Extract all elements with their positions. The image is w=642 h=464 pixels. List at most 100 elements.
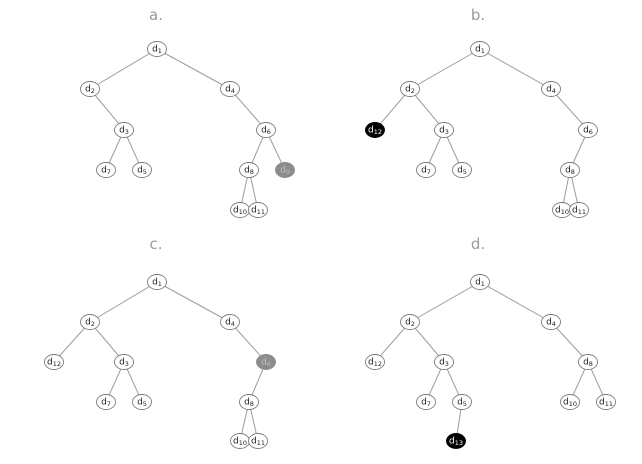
node-ellipse bbox=[578, 122, 598, 138]
panel-b-node-d7: d7 bbox=[416, 162, 436, 178]
node-label-subscript: 1 bbox=[158, 280, 162, 288]
node-label: d10 bbox=[233, 437, 247, 448]
node-ellipse bbox=[470, 274, 490, 290]
node-label-base: d bbox=[368, 126, 374, 136]
node-label: d10 bbox=[563, 398, 577, 409]
node-label-base: d bbox=[555, 206, 561, 216]
node-label-base: d bbox=[119, 358, 125, 368]
node-label-subscript: 10 bbox=[569, 400, 577, 408]
panel-c-node-d3: d3 bbox=[114, 354, 134, 370]
node-label: d1 bbox=[152, 278, 162, 289]
panel-c-edge-1-4 bbox=[156, 281, 231, 323]
node-ellipse bbox=[400, 81, 420, 97]
node-label-base: d bbox=[225, 318, 231, 328]
node-label-subscript: 11 bbox=[605, 400, 613, 408]
node-ellipse bbox=[96, 162, 116, 178]
node-label-subscript: 7 bbox=[427, 168, 431, 176]
node-ellipse bbox=[560, 394, 580, 410]
panel-a-node-d8: d8 bbox=[239, 162, 259, 178]
panel-a-label: a. bbox=[149, 6, 163, 24]
node-label: d3 bbox=[439, 126, 449, 137]
node-label-subscript: 2 bbox=[91, 320, 95, 328]
node-ellipse bbox=[147, 41, 167, 57]
node-label-base: d bbox=[251, 437, 257, 447]
node-ellipse bbox=[220, 314, 240, 330]
node-ellipse bbox=[220, 81, 240, 97]
node-ellipse bbox=[80, 314, 100, 330]
panel-b-label: b. bbox=[471, 6, 485, 24]
node-label-subscript: 8 bbox=[250, 400, 254, 408]
node-label: d8 bbox=[244, 166, 254, 177]
panel-d-node-d12: d12 bbox=[365, 354, 385, 370]
node-ellipse bbox=[596, 394, 616, 410]
node-label-subscript: 7 bbox=[107, 400, 111, 408]
node-ellipse bbox=[416, 162, 436, 178]
node-label-subscript: 8 bbox=[571, 168, 575, 176]
panel-b-node-d11: d11 bbox=[569, 202, 589, 218]
node-label: d6 bbox=[583, 126, 593, 137]
node-ellipse bbox=[132, 394, 152, 410]
panel-b-node-d4: d4 bbox=[541, 81, 561, 97]
node-label-subscript: 4 bbox=[552, 320, 556, 328]
panel-d-edge-4-8 bbox=[550, 321, 589, 363]
node-ellipse bbox=[44, 354, 64, 370]
panel-b-edge-2-12 bbox=[374, 88, 411, 131]
node-label: d2 bbox=[405, 85, 415, 96]
node-ellipse bbox=[248, 202, 268, 218]
node-label-subscript: 5 bbox=[463, 168, 467, 176]
node-label-subscript: 2 bbox=[411, 320, 415, 328]
panel-a-edge-1-4 bbox=[156, 48, 231, 90]
panel-d-node-d10: d10 bbox=[560, 394, 580, 410]
node-label-subscript: 7 bbox=[107, 168, 111, 176]
node-ellipse bbox=[275, 162, 295, 178]
node-label: d6 bbox=[261, 358, 271, 369]
panel-b-node-d3: d3 bbox=[434, 122, 454, 138]
panel-a-edge-4-6 bbox=[229, 88, 267, 131]
panel-d-node-d11: d11 bbox=[596, 394, 616, 410]
node-label: d5 bbox=[457, 166, 467, 177]
node-label-subscript: 3 bbox=[125, 128, 129, 136]
node-label: d11 bbox=[572, 206, 586, 217]
node-label-subscript: 9 bbox=[286, 168, 290, 176]
node-ellipse bbox=[470, 41, 490, 57]
node-label-subscript: 12 bbox=[53, 360, 61, 368]
node-label: d6 bbox=[261, 126, 271, 137]
panel-b-node-d8: d8 bbox=[560, 162, 580, 178]
node-label-subscript: 5 bbox=[143, 168, 147, 176]
panel-a-node-d11: d11 bbox=[248, 202, 268, 218]
node-label: d8 bbox=[244, 398, 254, 409]
node-label: d2 bbox=[405, 318, 415, 329]
node-label-base: d bbox=[405, 85, 411, 95]
node-label-subscript: 11 bbox=[257, 208, 265, 216]
node-ellipse bbox=[452, 394, 472, 410]
node-ellipse bbox=[239, 162, 259, 178]
node-label-subscript: 2 bbox=[411, 87, 415, 95]
node-label-base: d bbox=[439, 126, 445, 136]
panel-c-edges bbox=[53, 281, 267, 442]
panel-a-edge-2-3 bbox=[89, 88, 125, 131]
panel-b-node-d6: d6 bbox=[578, 122, 598, 138]
node-label: d7 bbox=[101, 166, 111, 177]
panel-a-node-d3: d3 bbox=[114, 122, 134, 138]
panel-b-node-d5: d5 bbox=[452, 162, 472, 178]
panel-d-edge-1-4 bbox=[479, 281, 552, 323]
panel-d-node-d3: d3 bbox=[434, 354, 454, 370]
panel-d-node-d8: d8 bbox=[578, 354, 598, 370]
panel-c-node-d8: d8 bbox=[239, 394, 259, 410]
panel-c-node-d7: d7 bbox=[96, 394, 116, 410]
node-label-subscript: 8 bbox=[589, 360, 593, 368]
panel-c-node-d6: d6 bbox=[256, 354, 276, 370]
node-label: d3 bbox=[119, 126, 129, 137]
panel-a-node-d10: d10 bbox=[230, 202, 250, 218]
panel-c-edge-4-6 bbox=[229, 321, 267, 363]
node-label-base: d bbox=[152, 278, 158, 288]
node-label-base: d bbox=[565, 166, 571, 176]
panel-d-node-d1: d1 bbox=[470, 274, 490, 290]
node-label-subscript: 6 bbox=[267, 360, 271, 368]
node-ellipse bbox=[416, 394, 436, 410]
panel-c-node-d2: d2 bbox=[80, 314, 100, 330]
node-label-base: d bbox=[599, 398, 605, 408]
